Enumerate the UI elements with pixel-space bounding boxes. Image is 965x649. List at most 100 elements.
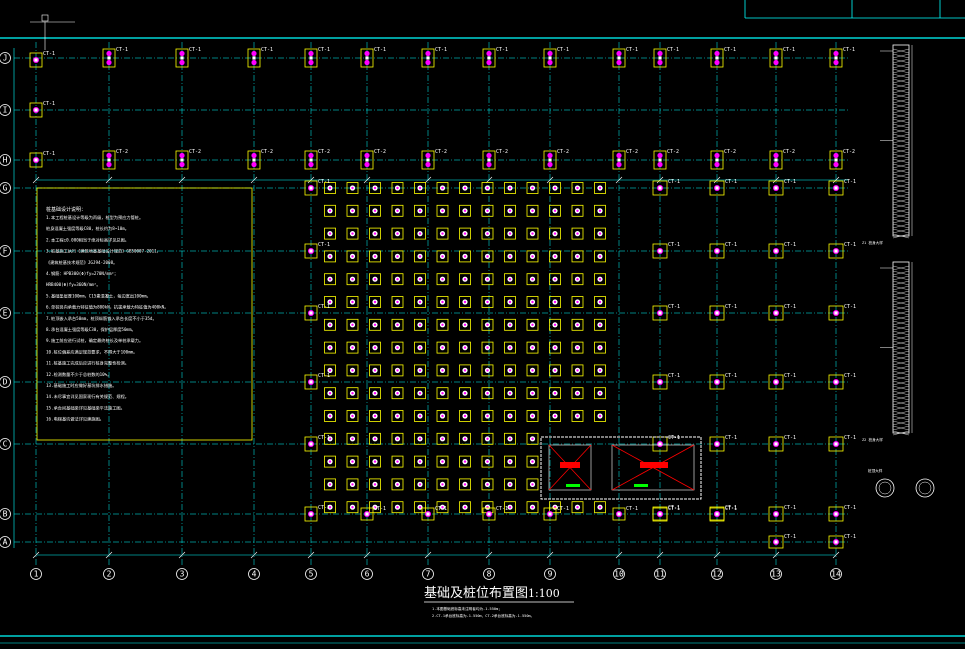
pile-cap-grid <box>526 227 539 240</box>
pile-cap-grid <box>414 455 426 468</box>
pile-center <box>351 414 354 418</box>
pile-center <box>418 460 422 463</box>
pile-center <box>531 186 534 190</box>
column-square <box>658 311 662 315</box>
dimension-tick <box>307 176 315 184</box>
dimension-tick <box>178 176 186 184</box>
pile-cap-grid <box>594 410 606 422</box>
pile-center <box>486 186 489 190</box>
pile-cap-outline <box>391 410 404 422</box>
pile-cap-label: CT-2 <box>435 149 447 155</box>
pile-cap-outline <box>710 48 724 68</box>
pile-cap-outline <box>391 182 404 194</box>
pile-cap-outline <box>369 341 381 354</box>
pile-center <box>531 369 534 372</box>
pile-cap-outline <box>414 227 426 240</box>
pile-circle <box>714 59 720 66</box>
pile-detail-hatch <box>892 340 910 346</box>
pile-center <box>328 414 332 418</box>
pile-cap-label: CT-1 <box>668 304 680 310</box>
pile-center <box>598 392 602 395</box>
pile-cap-outline <box>175 48 189 68</box>
pile-cap-outline <box>436 432 449 445</box>
pile-cap-outline <box>481 341 494 354</box>
pile-center <box>328 369 332 372</box>
pile-cap-outline <box>29 152 43 168</box>
pile-center <box>508 232 512 235</box>
pile-cap-label: CT-1 <box>318 242 330 248</box>
dimension-tick <box>656 176 664 184</box>
pile-circle <box>657 152 663 159</box>
pile-cap-grid <box>391 273 404 286</box>
pile-cap-outline <box>549 296 561 308</box>
pile-center <box>576 323 579 326</box>
pile-center <box>351 232 354 235</box>
pile-detail-hatch <box>892 218 910 224</box>
pile-cap-row-J: CT-1 <box>360 47 386 68</box>
pile-center <box>576 414 579 418</box>
notes-line: 6.单桩竖向承载力特征值为800kN，抗拔承载力特征值为400kN。 <box>46 304 168 311</box>
pile-cap-grid <box>369 364 381 377</box>
pile-cap-outline <box>571 204 584 217</box>
pile-cap-grid <box>369 227 381 240</box>
column-square <box>365 56 369 60</box>
pile-cap-outline <box>324 341 336 354</box>
pile-cap-grid <box>391 227 404 240</box>
pile-cap-label: CT-1 <box>724 47 736 53</box>
column-square <box>774 56 778 60</box>
pile-cap-outline <box>324 273 336 286</box>
pile-center <box>396 460 399 463</box>
pile-center <box>553 414 557 418</box>
column-square <box>309 186 313 190</box>
column-square <box>834 186 838 190</box>
column-square <box>715 380 719 384</box>
pile-center <box>328 232 332 235</box>
pile-cap-outline <box>421 507 435 521</box>
axis-label-col: 7 <box>426 570 431 579</box>
pile-cap-label: CT-1 <box>725 304 737 310</box>
pile-cap-outline <box>652 374 668 390</box>
pile-cap-grid <box>391 455 404 468</box>
pile-cap-outline <box>769 48 783 68</box>
pile-cap-outline <box>571 250 584 263</box>
pile-cap-outline <box>526 318 539 331</box>
notes-line: 5.基础垫层厚100mm，C15素混凝土，每边宽出100mm。 <box>46 292 151 299</box>
pile-cap-grid <box>481 455 494 468</box>
pile-cap-outline <box>653 48 667 68</box>
pile-cap-outline <box>543 48 557 68</box>
pile-cap-outline <box>549 204 561 217</box>
pile-cap-outline <box>346 432 359 445</box>
pile-cap-label: CT-1 <box>784 179 796 185</box>
pile-cap-grid <box>436 410 449 422</box>
pile-cap-outline <box>459 455 471 468</box>
pile-detail-title: Z1 桩身大样 <box>862 240 883 245</box>
pile-center <box>373 300 377 304</box>
pit-cell-2 <box>611 444 695 491</box>
pile-cap-grid <box>549 387 561 400</box>
pile-cap-outline <box>436 273 449 286</box>
pile-cap-outline <box>29 102 43 118</box>
pile-cap-outline <box>346 273 359 286</box>
pile-detail-hatch <box>892 415 910 421</box>
pile-cap-outline <box>369 478 381 491</box>
pile-center <box>441 186 444 190</box>
pile-center <box>396 209 399 212</box>
pile-cap-grid <box>414 387 426 400</box>
pile-cap-right: CT-1 <box>768 304 796 321</box>
pile-cap-grid <box>369 478 381 491</box>
pile-detail-hatch <box>892 395 910 401</box>
pile-cap-grid <box>324 387 336 400</box>
pile-cap-outline <box>482 48 496 68</box>
axis-label-col: 9 <box>548 570 553 579</box>
axis-bubble-col <box>830 568 842 580</box>
pile-detail-hatch <box>892 375 910 381</box>
pile-cap-outline <box>549 387 561 400</box>
pile-cap-grid <box>549 296 561 308</box>
pile-cap-grid <box>549 341 561 354</box>
pile-cap-label: CT-2 <box>626 149 638 155</box>
pile-cap-grid <box>436 455 449 468</box>
pile-cap-outline <box>175 150 189 170</box>
pile-cap-label: CT-1 <box>318 304 330 310</box>
pile-circle <box>486 50 492 57</box>
pile-cap-grid <box>481 387 494 400</box>
